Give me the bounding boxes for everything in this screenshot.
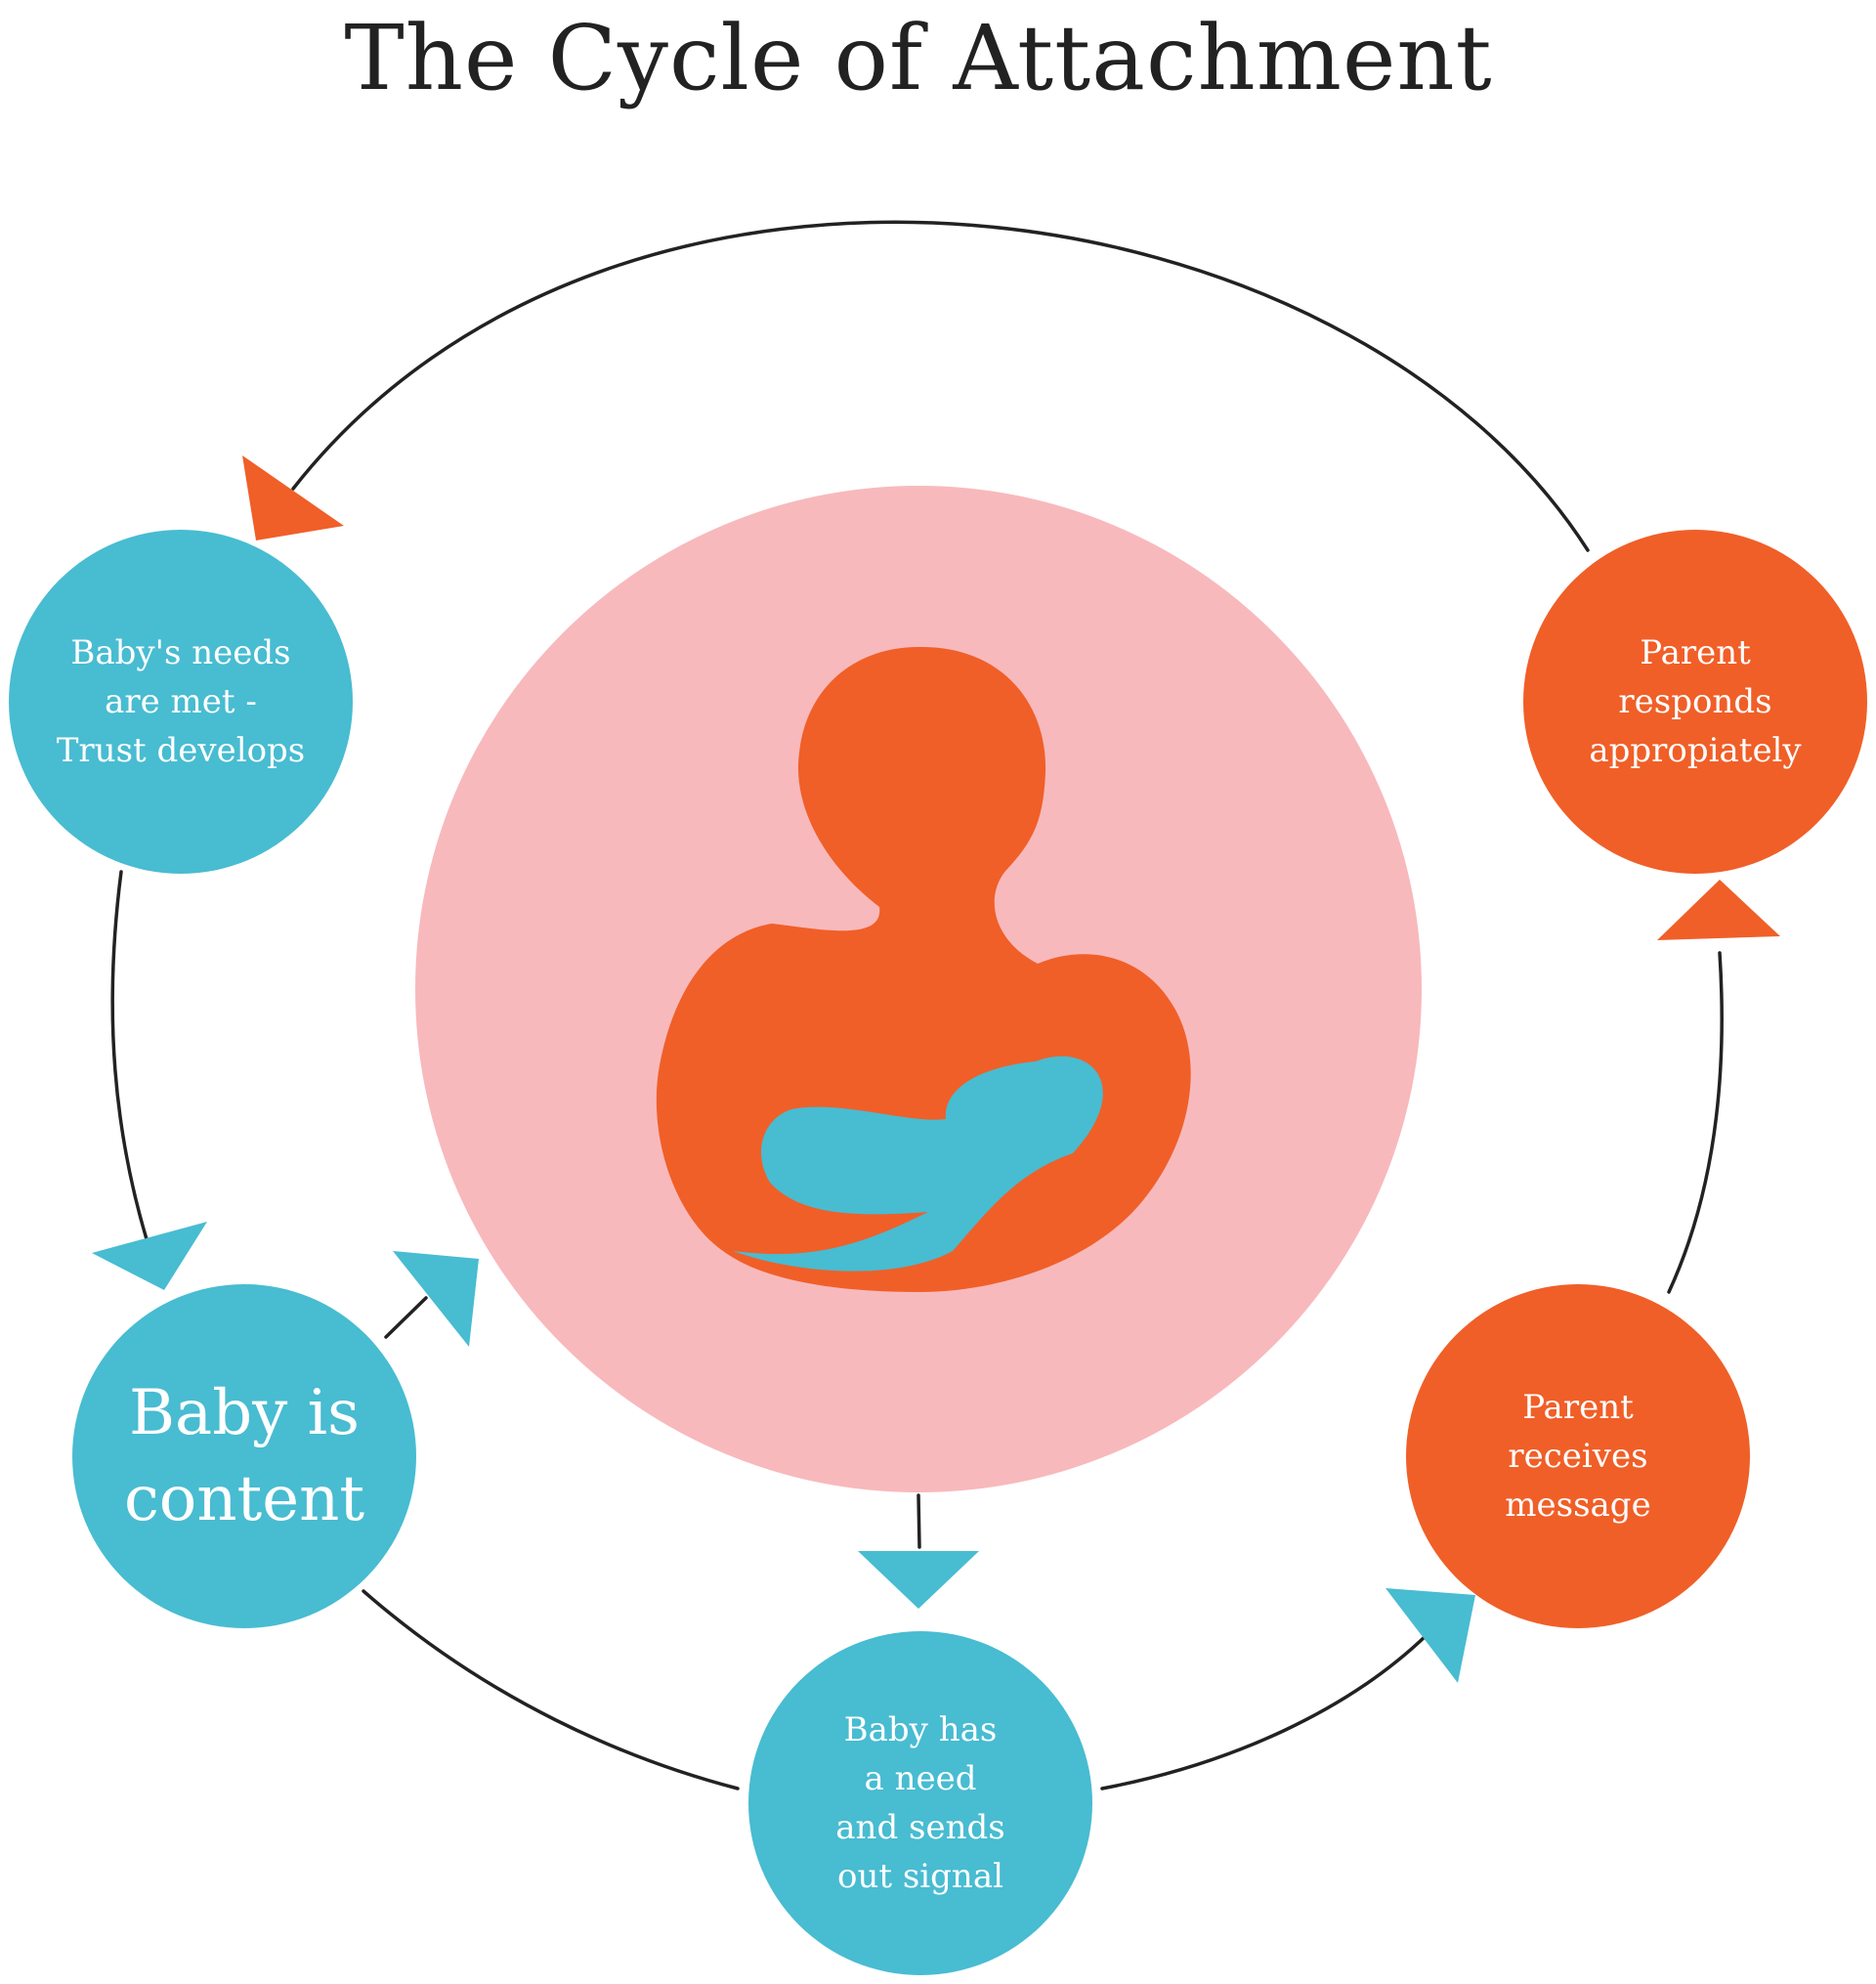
- arc-parent-responds-to-needs-met: [291, 220, 1590, 552]
- cycle-connectors: [110, 220, 1724, 1790]
- node-parent-responds-circle: [1523, 530, 1867, 874]
- node-parent-receives-circle: [1406, 1284, 1750, 1628]
- arc-needs-met-to-content: [110, 870, 149, 1241]
- arrowheads: [92, 455, 1780, 1683]
- arc-content-to-has-need: [362, 1589, 740, 1790]
- teal-arrowhead-icon: [92, 1222, 207, 1290]
- arc-has-need-to-receives: [1100, 1633, 1428, 1790]
- parent-holding-baby-icon: [656, 646, 1191, 1292]
- teal-arrowhead-icon: [1386, 1588, 1475, 1683]
- teal-arrowhead-icon: [858, 1551, 979, 1609]
- diagram-title: The Cycle of Attachment: [344, 6, 1493, 110]
- node-needs-met-circle: [9, 530, 353, 874]
- line-center-to-has-need: [917, 1493, 921, 1549]
- node-baby-content-circle: [72, 1284, 416, 1628]
- line-content-to-center: [384, 1296, 428, 1339]
- teal-arrowhead-icon: [393, 1251, 479, 1347]
- arc-receives-to-responds: [1667, 951, 1724, 1294]
- node-has-need-circle: [748, 1631, 1092, 1975]
- orange-arrowhead-icon: [1657, 880, 1780, 940]
- orange-arrowhead-icon: [242, 455, 344, 540]
